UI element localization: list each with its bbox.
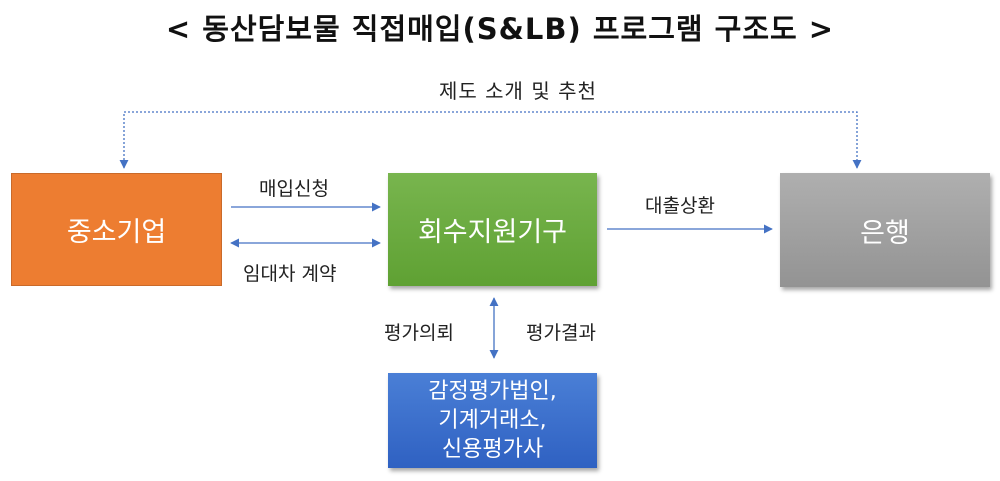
- purchase-request-label: 매입신청: [259, 178, 329, 200]
- intro-recommend-label: 제도 소개 및 추천: [439, 79, 597, 103]
- intro-recommend-connector: [119, 111, 862, 169]
- node-bank: 은행: [780, 173, 990, 287]
- node-appraisers: 감정평가법인, 기계거래소, 신용평가사: [388, 373, 597, 468]
- node-bank-label: 은행: [860, 217, 910, 249]
- diagram-title: < 동산담보물 직접매입(S&LB) 프로그램 구조도 >: [165, 12, 835, 46]
- node-appraisers-line: 감정평가법인,: [428, 379, 557, 404]
- node-agency-label: 회수지원기구: [417, 217, 568, 248]
- eval-result-label: 평가결과: [526, 322, 596, 344]
- node-appraisers-line: 신용평가사: [441, 437, 544, 462]
- node-sme: 중소기업: [11, 173, 222, 286]
- node-sme-label: 중소기업: [66, 217, 167, 248]
- node-recovery-agency: 회수지원기구: [388, 173, 597, 286]
- loan-repay-label: 대출상환: [645, 195, 715, 217]
- node-appraisers-line: 기계거래소,: [438, 408, 547, 433]
- lease-contract-label: 임대차 계약: [243, 263, 337, 285]
- eval-request-label: 평가의뢰: [384, 322, 454, 344]
